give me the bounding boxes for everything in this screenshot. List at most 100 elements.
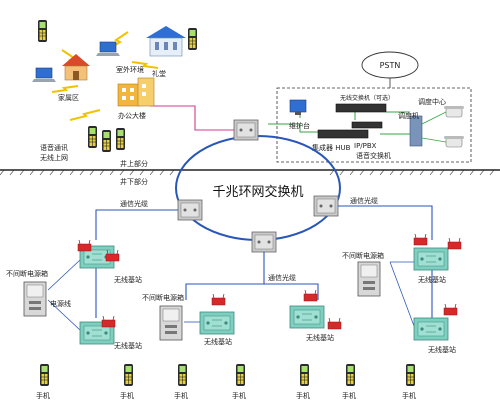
ring-switch-icon [313,195,339,217]
ups-label-left: 不间断电源箱 [6,269,48,278]
phone-icon [123,363,134,387]
power-lines [47,259,415,331]
phone-label: 手机 [402,391,416,400]
dispatcher-label: 调度机 [398,111,419,120]
router-icon [211,293,226,306]
pstn-label: PSTN [380,61,401,70]
phone-label: 手机 [232,391,246,400]
router-icon [447,237,462,250]
power-line-label: 电源线 [50,299,71,308]
phone-icon [87,125,98,149]
phone-label: 手机 [36,391,50,400]
hub-label: 集成器 HUB [312,143,351,152]
ups-box-icon [357,261,381,297]
base-station-label: 无线基站 [114,275,142,284]
auditorium-label: 礼堂 [152,69,166,78]
fiber-label-bottom: 通信光缆 [268,273,296,282]
router-icon [413,233,428,246]
wireless-switch-label: 无线交换机（可选） [340,94,394,102]
hub-link-line [268,123,318,133]
residential-label: 家属区 [58,93,79,102]
base-station: 无线基站 [413,303,458,354]
phone-label: 手机 [296,391,310,400]
router-icon [443,303,458,316]
phone-icon [177,363,188,387]
pbx-icon [351,121,383,129]
surface-section: 室外环境 礼堂 家属区 办公大楼 语音通讯 无线上网 [31,19,243,162]
base-station-label: 无线基站 [306,333,334,342]
phone-row: 手机 手机 手机 手机 手机 手机 手机 [36,363,416,400]
ring-title: 千兆环网交换机 [212,184,303,200]
ups-label-right: 不间断电源箱 [342,251,384,260]
maintenance-desktop-icon [289,99,307,115]
phone-icon [405,363,416,387]
phone-label: 手机 [342,391,356,400]
base-station-cabinet-icon [289,305,325,329]
base-station: 无线基站 [413,233,462,284]
desk-phone-icon [444,106,464,118]
router-icon [77,239,92,252]
underground-links [95,205,433,318]
ring-network: 千兆环网交换机 [175,119,341,253]
ring-switch-icon [251,231,277,253]
wireless-switch-icon [335,103,387,113]
base-station-label: 无线基站 [428,345,456,354]
wifi-bolt-5 [69,109,101,121]
house-icon [62,54,90,81]
office-label: 办公大楼 [118,111,146,120]
wifi-bolt-4 [51,85,79,93]
auditorium-icon [146,26,186,57]
phone-label: 手机 [174,391,188,400]
wifi-bolt-3 [131,61,159,69]
control-room: PSTN 维护台 无线交换机（可选） 集成器 HUB IP/PBX 语音交换机 … [268,51,472,163]
phone-icon [345,363,356,387]
base-station-cabinet-icon [413,247,449,271]
above-ground-label: 井上部分 [120,159,148,168]
phone-icon [115,127,126,151]
phone-icon [299,363,310,387]
voice-label: 语音通讯 [40,143,68,152]
phone-icon [101,129,112,153]
base-station: 无线基站 [199,293,235,346]
ups-box-icon [159,305,183,341]
phone-label: 手机 [120,391,134,400]
ring-switch-icon [233,119,259,141]
base-station-cabinet-icon [413,317,449,341]
pbx-label: IP/PBX [354,142,377,150]
voice-switch-label: 语音交换机 [356,151,391,160]
office-building-icon [117,77,155,107]
dispatch-server-icon [409,115,423,147]
outdoor-env-label: 室外环境 [116,65,144,74]
wireless-label: 无线上网 [40,153,68,162]
desk-phone-icon [444,136,464,148]
phone-icon [39,363,50,387]
base-station: 无线基站 [289,289,342,342]
ground-separator: 井上部分 井下部分 [0,159,500,186]
router-icon [327,317,342,330]
below-ground-label: 井下部分 [120,177,148,186]
base-station-cabinet-icon [199,311,235,335]
ups-label-mid: 不间断电源箱 [142,293,184,302]
base-station: 无线基站 [77,239,142,284]
ups-box-icon [23,281,47,317]
hub-icon [317,129,369,139]
base-station-label: 无线基站 [114,341,142,350]
fiber-label-right: 通信光缆 [350,196,378,205]
phone-icon [187,27,198,51]
base-station-label: 无线基站 [204,337,232,346]
dispatch-center-label: 调度中心 [418,97,446,106]
base-station: 无线基站 [79,315,142,350]
control-room-box [276,87,472,163]
router-icon [303,289,318,302]
phone-icon [235,363,246,387]
base-station-label: 无线基站 [418,275,446,284]
fiber-label-left: 通信光缆 [120,199,148,208]
office-link-line [150,105,243,131]
maintenance-label: 维护台 [289,121,310,130]
phone-icon [37,19,48,43]
router-icon [101,315,116,328]
laptop-icon [31,67,57,83]
ring-switch-icon [177,199,203,221]
